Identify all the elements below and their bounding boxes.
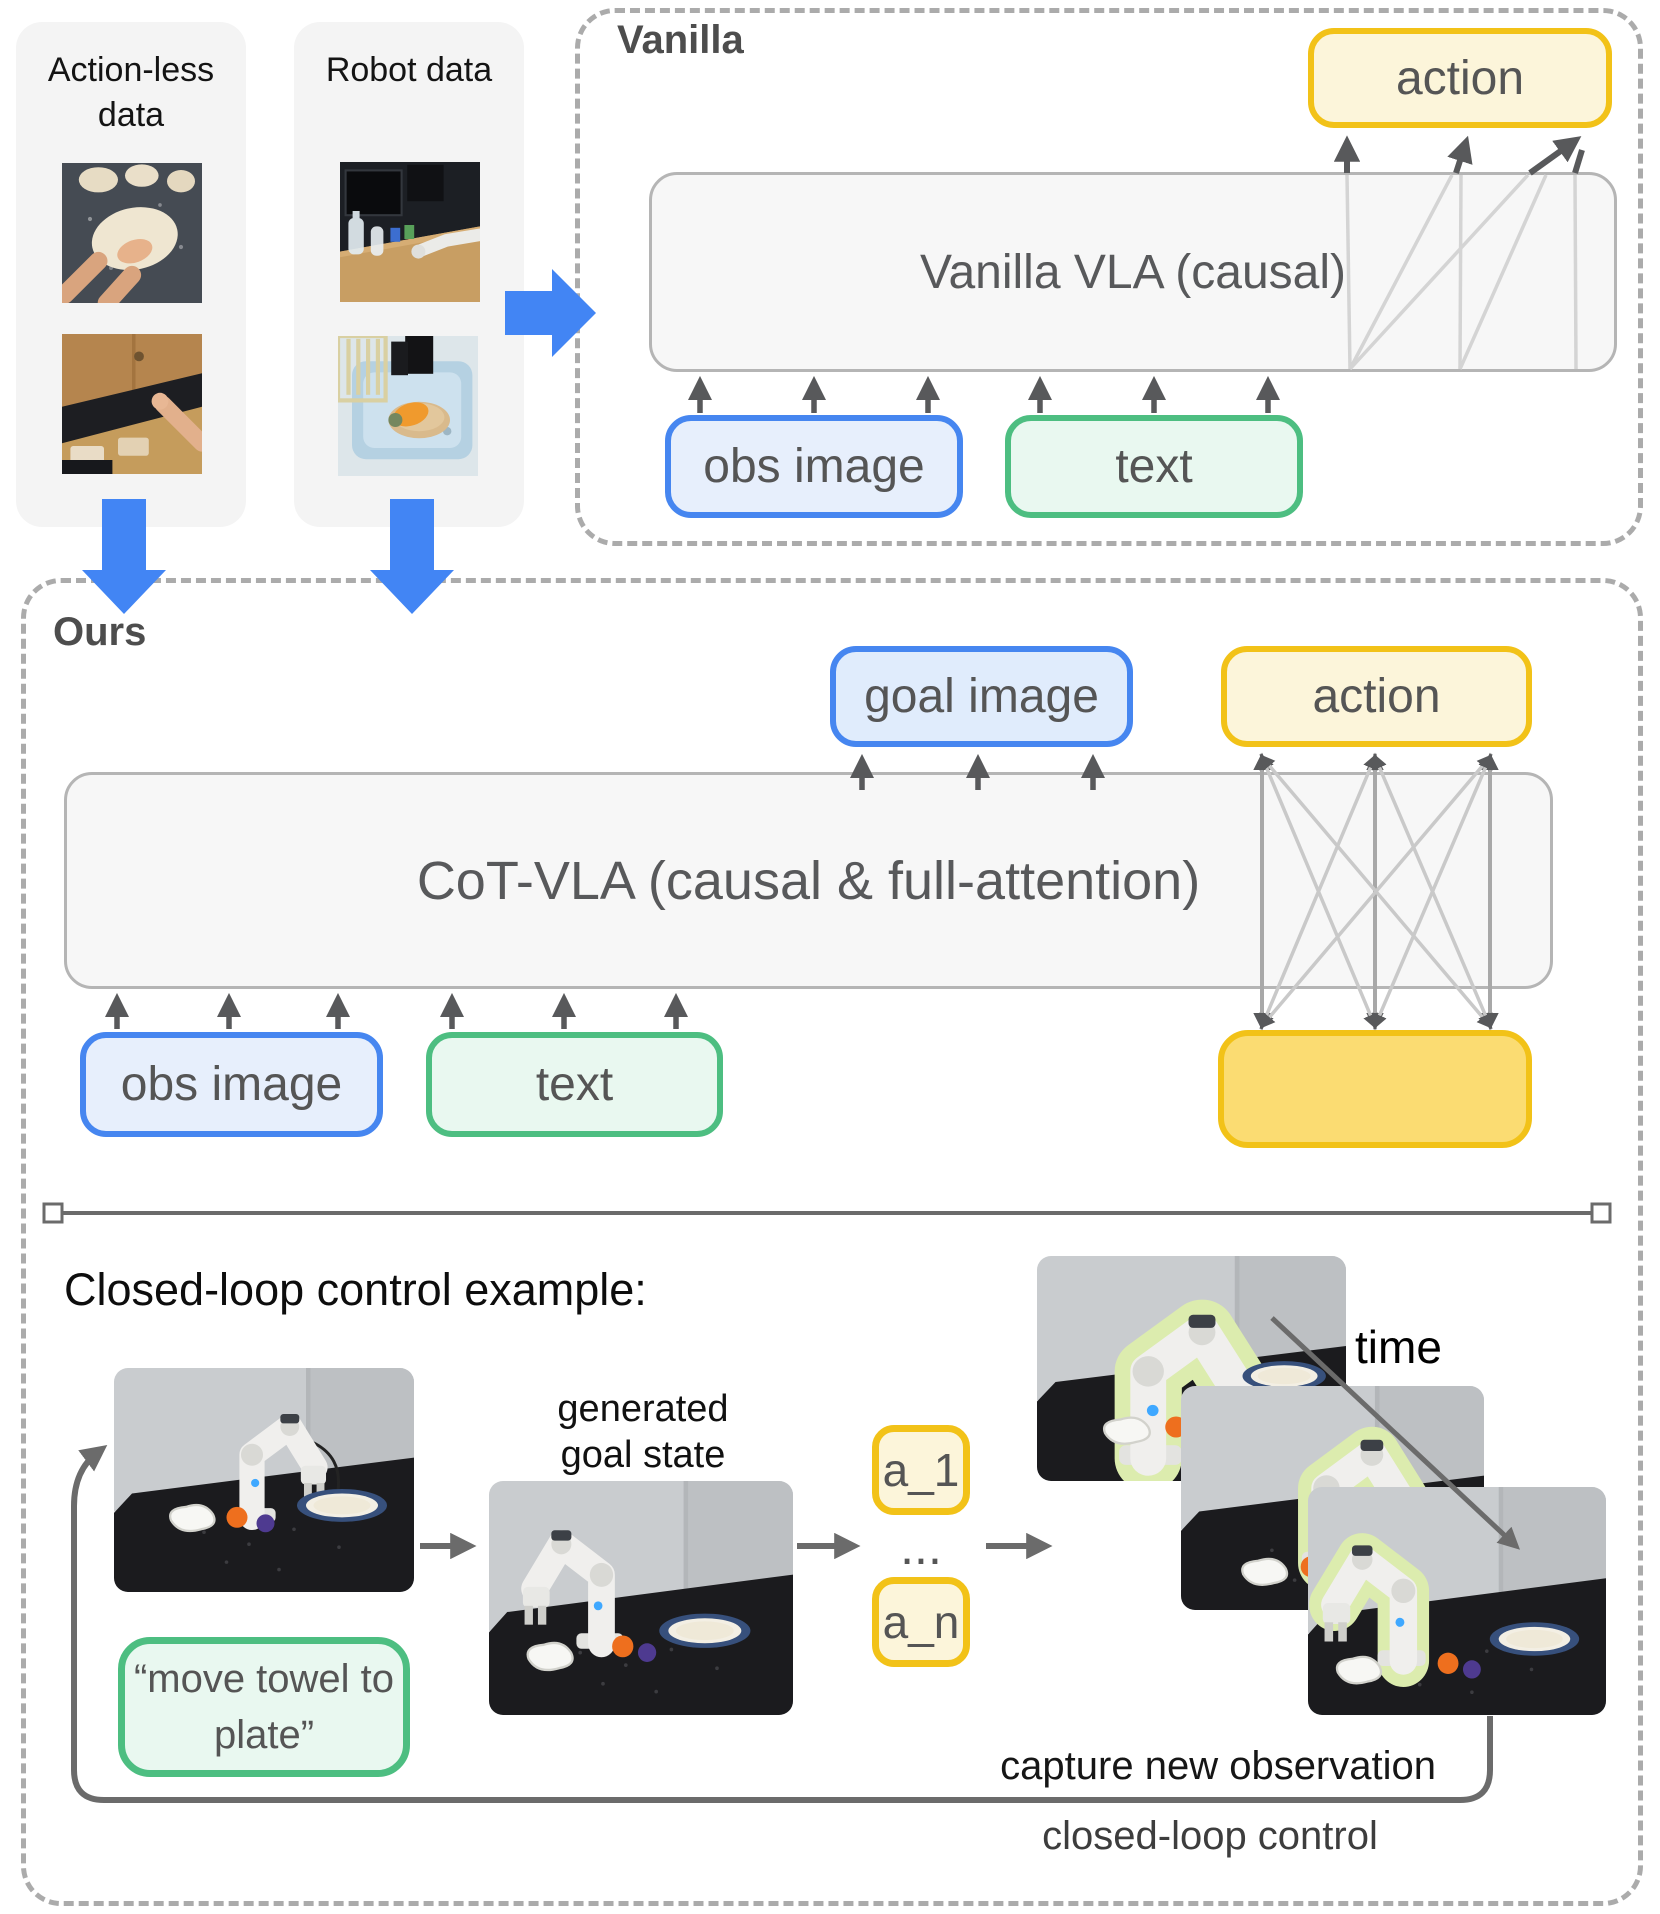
vanilla-obs-image-box: obs image <box>665 415 963 518</box>
actionless-title-line1: Action-less <box>47 51 215 89</box>
egocentric-hand-image <box>62 334 202 474</box>
action-an-box: a_n <box>872 1577 970 1667</box>
cot-vla-block: CoT-VLA (causal & full-attention) <box>64 772 1553 989</box>
closed-loop-label: closed-loop control <box>1020 1814 1400 1859</box>
robot-desk-image <box>340 162 480 302</box>
vanilla-text-box: text <box>1005 415 1303 518</box>
cot-vla-label: CoT-VLA (causal & full-attention) <box>416 850 1201 911</box>
instruction-box: “move towel to plate” <box>118 1637 410 1777</box>
generated-caption-line2: goal state <box>560 1434 726 1477</box>
vanilla-text-label: text <box>1115 440 1193 493</box>
actionless-title-line2: data <box>97 95 165 134</box>
vanilla-action-label: action <box>1395 51 1525 105</box>
instruction-line2: plate” <box>213 1713 315 1757</box>
ours-text-label: text <box>535 1058 614 1111</box>
ours-obs-image-box: obs image <box>80 1032 383 1137</box>
time-label-text: time <box>1355 1321 1442 1373</box>
robot-sink-image <box>338 336 478 476</box>
generated-goal-image <box>489 1481 793 1715</box>
robot-data-title: Robot data <box>294 48 524 93</box>
ours-obs-label: obs image <box>120 1058 343 1111</box>
observation-image <box>114 1368 414 1592</box>
ours-group-title: Ours <box>53 610 147 654</box>
ours-goal-image-box: goal image <box>830 646 1133 747</box>
example-heading: Closed-loop control example: <box>64 1264 647 1315</box>
action-an-label: a_n <box>882 1596 960 1648</box>
actionless-data-title: Action-less data <box>16 48 246 138</box>
ours-action-label: action <box>1312 670 1441 723</box>
closed-loop-text: closed-loop control <box>1042 1814 1378 1858</box>
vanilla-vla-label: Vanilla VLA (causal) <box>920 245 1346 299</box>
vanilla-vla-block: Vanilla VLA (causal) <box>649 172 1617 372</box>
action-a1-label: a_1 <box>882 1444 960 1496</box>
time-label: time <box>1355 1320 1442 1374</box>
robot-data-panel: Robot data <box>294 22 524 527</box>
vanilla-group-title: Vanilla <box>617 18 744 62</box>
generated-goal-caption: generated goal state <box>513 1386 773 1479</box>
actionless-data-panel: Action-less data <box>16 22 246 527</box>
action-ellipsis-text: ... <box>900 1519 942 1575</box>
robot-title-text: Robot data <box>325 51 493 89</box>
vanilla-obs-label: obs image <box>703 440 925 493</box>
ours-goal-label: goal image <box>864 670 1099 723</box>
ours-action-tokens-box <box>1218 1030 1532 1148</box>
dough-kneading-image <box>62 163 202 303</box>
ours-text-box: text <box>426 1032 723 1137</box>
action-a1-box: a_1 <box>872 1425 970 1515</box>
generated-caption-line1: generated <box>557 1388 729 1430</box>
rollout-frame-3 <box>1308 1487 1606 1715</box>
vanilla-action-box: action <box>1308 28 1612 128</box>
action-ellipsis: ... <box>895 1518 947 1576</box>
ours-action-box: action <box>1221 646 1532 747</box>
ours-group-box <box>21 578 1643 1906</box>
capture-observation-text: capture new observation <box>1000 1744 1436 1788</box>
capture-observation-label: capture new observation <box>980 1744 1436 1789</box>
instruction-line1: “move towel to <box>133 1657 395 1701</box>
